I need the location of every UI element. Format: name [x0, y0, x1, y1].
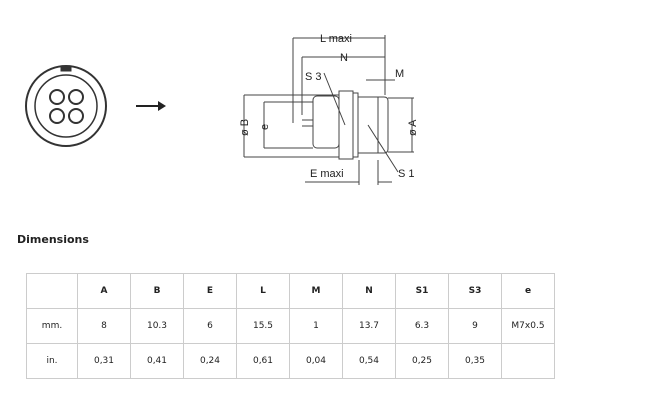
unit-cell: in. [26, 343, 78, 379]
header-cell: M [289, 273, 343, 309]
table-cell: 0,54 [342, 343, 396, 379]
label-b: ø B [239, 119, 251, 136]
table-cell: 0,24 [183, 343, 237, 379]
label-s1: S 1 [398, 168, 415, 180]
table-cell: 0,31 [77, 343, 131, 379]
table-cell: 10.3 [130, 308, 184, 344]
table-cell: 8 [77, 308, 131, 344]
label-e-maxi: E maxi [310, 168, 344, 180]
header-cell: e [501, 273, 555, 309]
label-m: M [395, 68, 404, 80]
table-cell: 0,41 [130, 343, 184, 379]
header-cell: L [236, 273, 290, 309]
connector-drawing: L maxi N S 3 M ø B e ø A E maxi S 1 [25, 33, 419, 185]
table-cell: 0,04 [289, 343, 343, 379]
table-cell [501, 343, 555, 379]
header-cell: B [130, 273, 184, 309]
dimensions-table: A B E L M N S1 S3 e mm. 8 10.3 6 15.5 1 … [26, 273, 555, 379]
table-header-row: A B E L M N S1 S3 e [26, 273, 555, 309]
header-cell: S3 [448, 273, 502, 309]
table-cell: 0,61 [236, 343, 290, 379]
label-n: N [340, 52, 348, 64]
table-row: mm. 8 10.3 6 15.5 1 13.7 6.3 9 M7x0.5 [26, 308, 555, 344]
table-cell: 0,35 [448, 343, 502, 379]
table-cell: 0,25 [395, 343, 449, 379]
connector-face-view [25, 65, 107, 147]
section-title: Dimensions [17, 233, 89, 246]
table-cell: 1 [289, 308, 343, 344]
header-cell [26, 273, 78, 309]
header-cell: N [342, 273, 396, 309]
label-a: ø A [407, 119, 419, 136]
table-cell: 15.5 [236, 308, 290, 344]
table-cell: 6.3 [395, 308, 449, 344]
label-e: e [259, 124, 271, 130]
table-cell: M7x0.5 [501, 308, 555, 344]
table-row: in. 0,31 0,41 0,24 0,61 0,04 0,54 0,25 0… [26, 343, 555, 379]
table-cell: 9 [448, 308, 502, 344]
header-cell: A [77, 273, 131, 309]
table-cell: 13.7 [342, 308, 396, 344]
arrow-icon [136, 101, 166, 111]
header-cell: E [183, 273, 237, 309]
header-cell: S1 [395, 273, 449, 309]
unit-cell: mm. [26, 308, 78, 344]
connector-side-view [243, 35, 414, 185]
label-s3: S 3 [305, 71, 322, 83]
label-l-maxi: L maxi [320, 33, 352, 45]
table-cell: 6 [183, 308, 237, 344]
